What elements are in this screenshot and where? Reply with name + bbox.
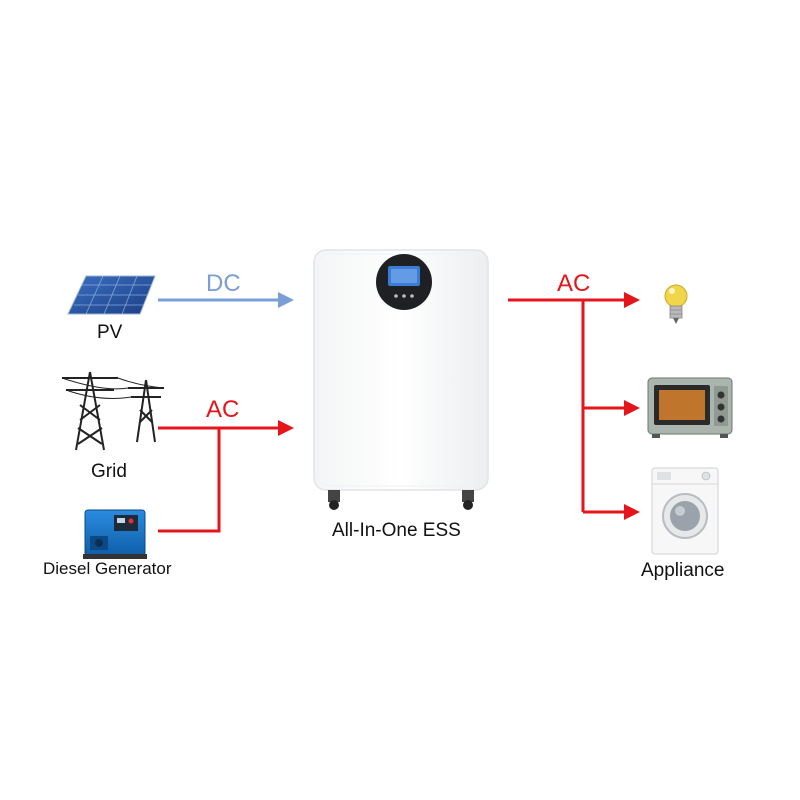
- ess-cabinet-icon: [313, 249, 489, 510]
- pv-label: PV: [97, 322, 123, 343]
- ac-output-arrowhead-oven: [624, 400, 640, 416]
- light-bulb-icon: [664, 284, 688, 324]
- washing-machine-icon: [651, 467, 719, 555]
- ac-input-arrow: [158, 426, 278, 533]
- ac-output-arrows: [508, 298, 624, 514]
- diesel-generator-icon: [83, 509, 147, 559]
- ac-input-arrowhead: [278, 420, 294, 436]
- generator-label: Diesel Generator: [43, 559, 172, 578]
- ess-label: All-In-One ESS: [332, 520, 461, 541]
- dc-flow-label: DC: [206, 270, 241, 297]
- solar-panel-icon: [67, 275, 156, 315]
- ac-output-arrowhead-washer: [624, 504, 640, 520]
- dc-flow-arrow: [158, 292, 294, 308]
- appliance-label: Appliance: [641, 560, 725, 581]
- oven-icon: [647, 377, 733, 438]
- grid-ac-flow-label: AC: [206, 396, 240, 423]
- grid-label: Grid: [91, 461, 127, 482]
- output-ac-flow-label: AC: [557, 270, 591, 297]
- ac-output-arrowhead-bulb: [624, 292, 640, 308]
- transmission-tower-icon: [61, 371, 165, 451]
